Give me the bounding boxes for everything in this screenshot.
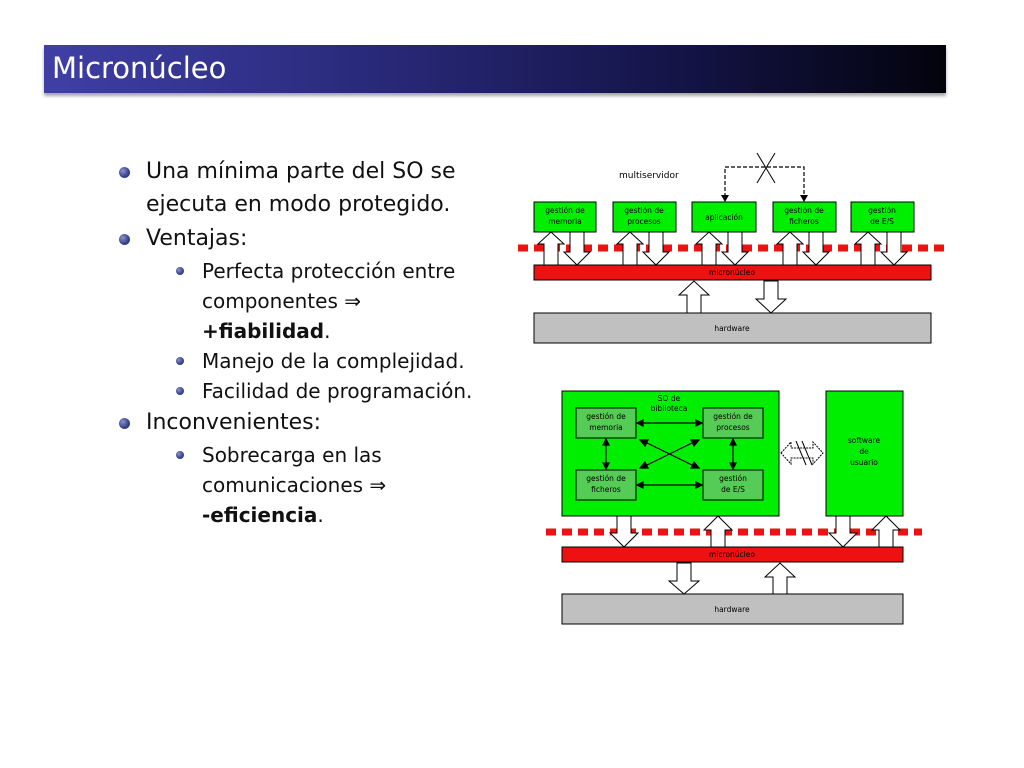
kernel-label-top: micronúcleo (709, 268, 755, 277)
server-es (850, 201, 915, 233)
server-ficheros-line1: gestión de (784, 206, 824, 215)
eficiencia-period: . (317, 503, 324, 527)
down-arrow-memoria (562, 231, 592, 266)
multiserver-label: multiservidor (619, 171, 679, 181)
server-es-line2: de E/S (870, 217, 894, 226)
down-arrow-procesos (641, 231, 671, 266)
server-memoria-line1: gestión de (545, 206, 585, 215)
down-arrow-aplicacion (720, 231, 750, 266)
bullet-inconvenientes: Inconvenientes: (118, 406, 498, 439)
hardware-label-top: hardware (714, 324, 750, 333)
server-kernel-arrows (536, 231, 909, 266)
server-ficheros (772, 201, 837, 233)
fiabilidad-period: . (324, 319, 331, 343)
server-procesos-line2: procesos (627, 217, 661, 226)
slide-title: Micronúcleo (52, 51, 227, 85)
up-arrow-hardware-top (677, 280, 711, 314)
server-procesos-line1: gestión de (624, 206, 664, 215)
bullet-so-protegido: Una mínima parte del SO se ejecuta en mo… (118, 155, 498, 221)
fichero-link-arrowhead (800, 195, 808, 202)
link-cross-b (756, 152, 776, 184)
server-aplicacion (691, 201, 757, 233)
down-arrow-hardware-top (754, 280, 788, 314)
hardware-bar-top (533, 312, 932, 344)
subbullet-sobrecarga-text: Sobrecarga en las comunicaciones ⇒ (202, 443, 387, 497)
app-link-arrowhead (721, 195, 729, 202)
up-arrow-es (853, 231, 883, 266)
up-arrow-aplicacion (694, 231, 724, 266)
server-aplicacion-label: aplicación (705, 213, 743, 222)
down-arrow-es (879, 231, 909, 266)
bullet-ventajas: Ventajas: (118, 222, 498, 255)
subbullet-proteccion-text: Perfecta protección entre componentes ⇒ (202, 259, 456, 313)
server-memoria-line2: memoria (548, 217, 582, 226)
server-es-line1: gestión (868, 206, 896, 215)
subbullet-sobrecarga: Sobrecarga en las comunicaciones ⇒ -efic… (174, 440, 498, 530)
up-arrow-procesos (615, 231, 645, 266)
fiabilidad-bold: +fiabilidad (202, 319, 325, 343)
bullet-list: Una mínima parte del SO se ejecuta en mo… (118, 155, 498, 530)
server-memoria (533, 201, 597, 233)
kernel-bar-top (533, 264, 932, 281)
app-fichero-link (724, 166, 805, 197)
server-ficheros-line2: ficheros (789, 217, 819, 226)
down-arrow-ficheros (801, 231, 831, 266)
up-arrow-ficheros (775, 231, 805, 266)
title-bar: Micronúcleo (44, 45, 946, 93)
server-procesos (612, 201, 677, 233)
up-arrow-memoria (536, 231, 566, 266)
subbullet-programacion: Facilidad de programación. (174, 376, 498, 406)
subbullet-proteccion: Perfecta protección entre componentes ⇒ … (174, 256, 498, 346)
subbullet-complejidad: Manejo de la complejidad. (174, 346, 498, 376)
eficiencia-bold: -eficiencia (202, 503, 318, 527)
